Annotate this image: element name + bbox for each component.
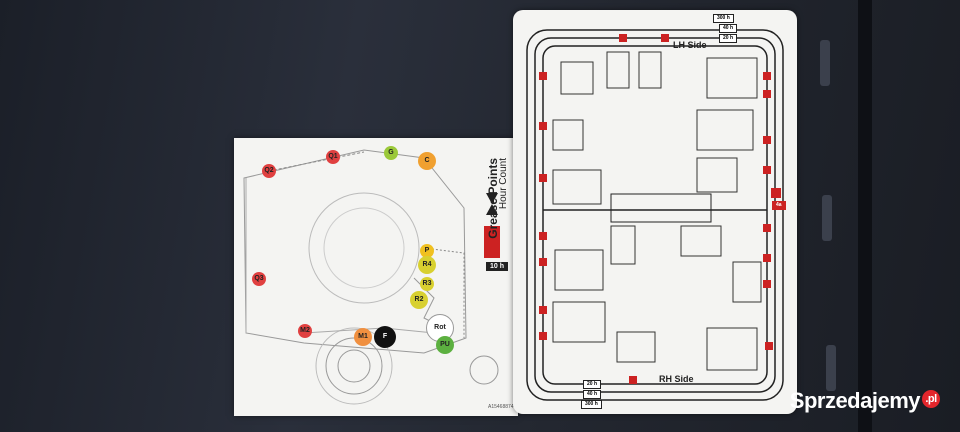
grease-point: R3: [420, 277, 434, 291]
grease-point: Q2: [262, 164, 276, 178]
grease-point-markers: [539, 34, 781, 384]
hour-interval: 300 h: [713, 14, 734, 23]
baler-diagram: [243, 149, 500, 405]
hour-interval: 40 h: [583, 390, 602, 399]
hour-interval: 20 h: [583, 380, 602, 389]
hinge: [822, 195, 832, 241]
rh-side-label: RH Side: [659, 374, 694, 384]
grease-point: F: [374, 326, 396, 348]
marker-4a: 4a: [772, 201, 786, 210]
grease-point: M1: [354, 328, 372, 346]
hourglass-icon: [486, 193, 498, 215]
watermark-dot: .pl: [922, 390, 940, 408]
grease-point: PU: [436, 336, 454, 354]
hour-interval: 20 h: [719, 34, 738, 43]
grease-point: R4: [418, 256, 436, 274]
hinge: [826, 345, 836, 391]
watermark-logo: Sprzedajemy.pl: [790, 388, 940, 414]
part-code: A15468874: [488, 404, 514, 410]
grease-point: Q3: [252, 272, 266, 286]
grease-point: C: [418, 152, 436, 170]
grease-point: R2: [410, 291, 428, 309]
label-subtitle: Hour Count: [498, 158, 509, 210]
wall-seam: [858, 0, 872, 432]
grease-point: G: [384, 146, 398, 160]
grease-gun-icon: [484, 226, 500, 258]
grease-point: Q1: [326, 150, 340, 164]
lh-side-label: LH Side: [673, 40, 707, 50]
hour-interval: 40 h: [719, 24, 738, 33]
grease-point: M2: [298, 324, 312, 338]
interval-badge: 10 h: [486, 262, 509, 271]
hinge: [820, 40, 830, 86]
grease-point: P: [420, 244, 434, 258]
grease-points-label: Grease Points Hour Count 10 h A15468874 …: [234, 138, 518, 416]
watermark-text: Sprzedajemy: [789, 388, 921, 413]
hour-interval: 300 h: [581, 400, 602, 409]
lubrication-chart-label: 300 h 40 h 20 h LH Side RH Side 20 h 40 …: [513, 10, 797, 414]
lubrication-track-diagram: [526, 29, 784, 401]
